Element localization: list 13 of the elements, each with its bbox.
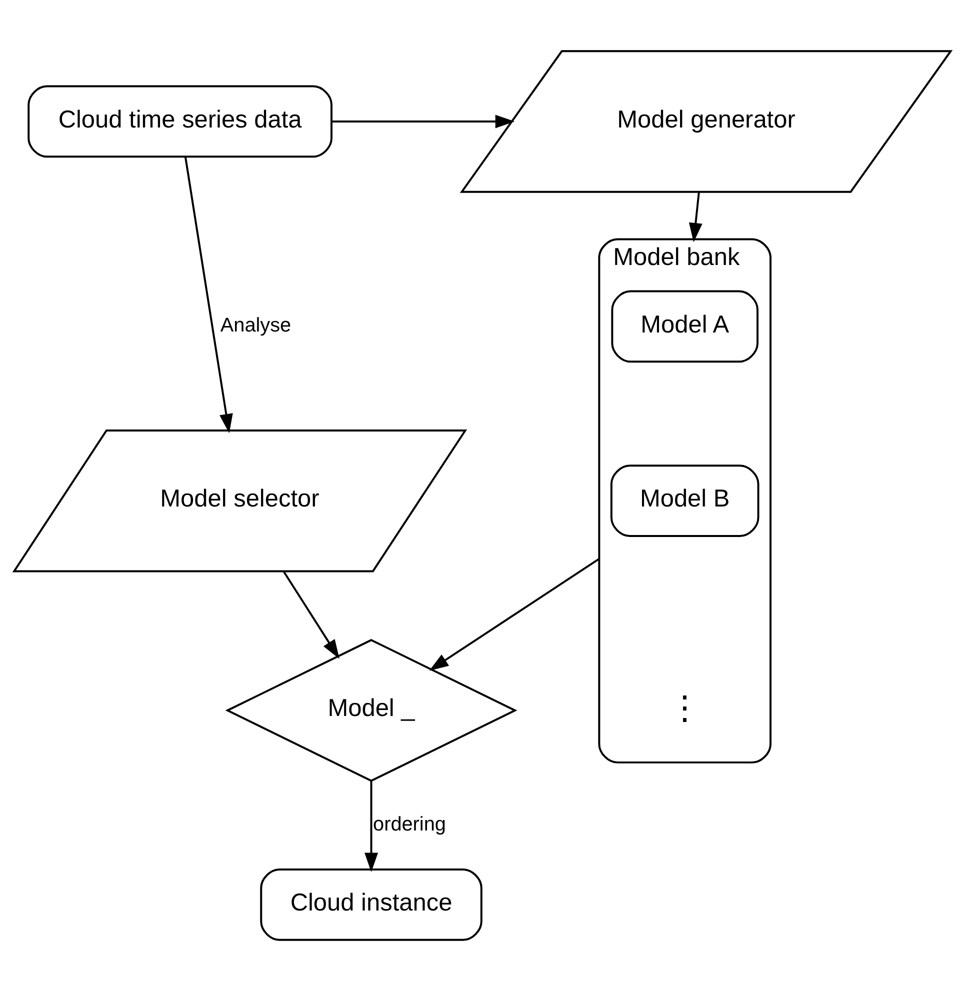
arrow: [429, 557, 600, 670]
node-box: Cloud time series data: [28, 84, 332, 158]
arrow: [283, 570, 340, 658]
node-box: Model B: [610, 464, 760, 537]
label: ⋮: [668, 689, 702, 726]
node-box: Model A: [611, 290, 758, 362]
node-box: Cloud instance: [260, 868, 482, 940]
arrow: [332, 114, 515, 128]
arrow: [184, 156, 233, 433]
arrow: [688, 191, 702, 242]
edge-label: ordering: [373, 812, 446, 835]
arrow: [364, 780, 378, 872]
edge-label: Analyse: [220, 314, 292, 336]
